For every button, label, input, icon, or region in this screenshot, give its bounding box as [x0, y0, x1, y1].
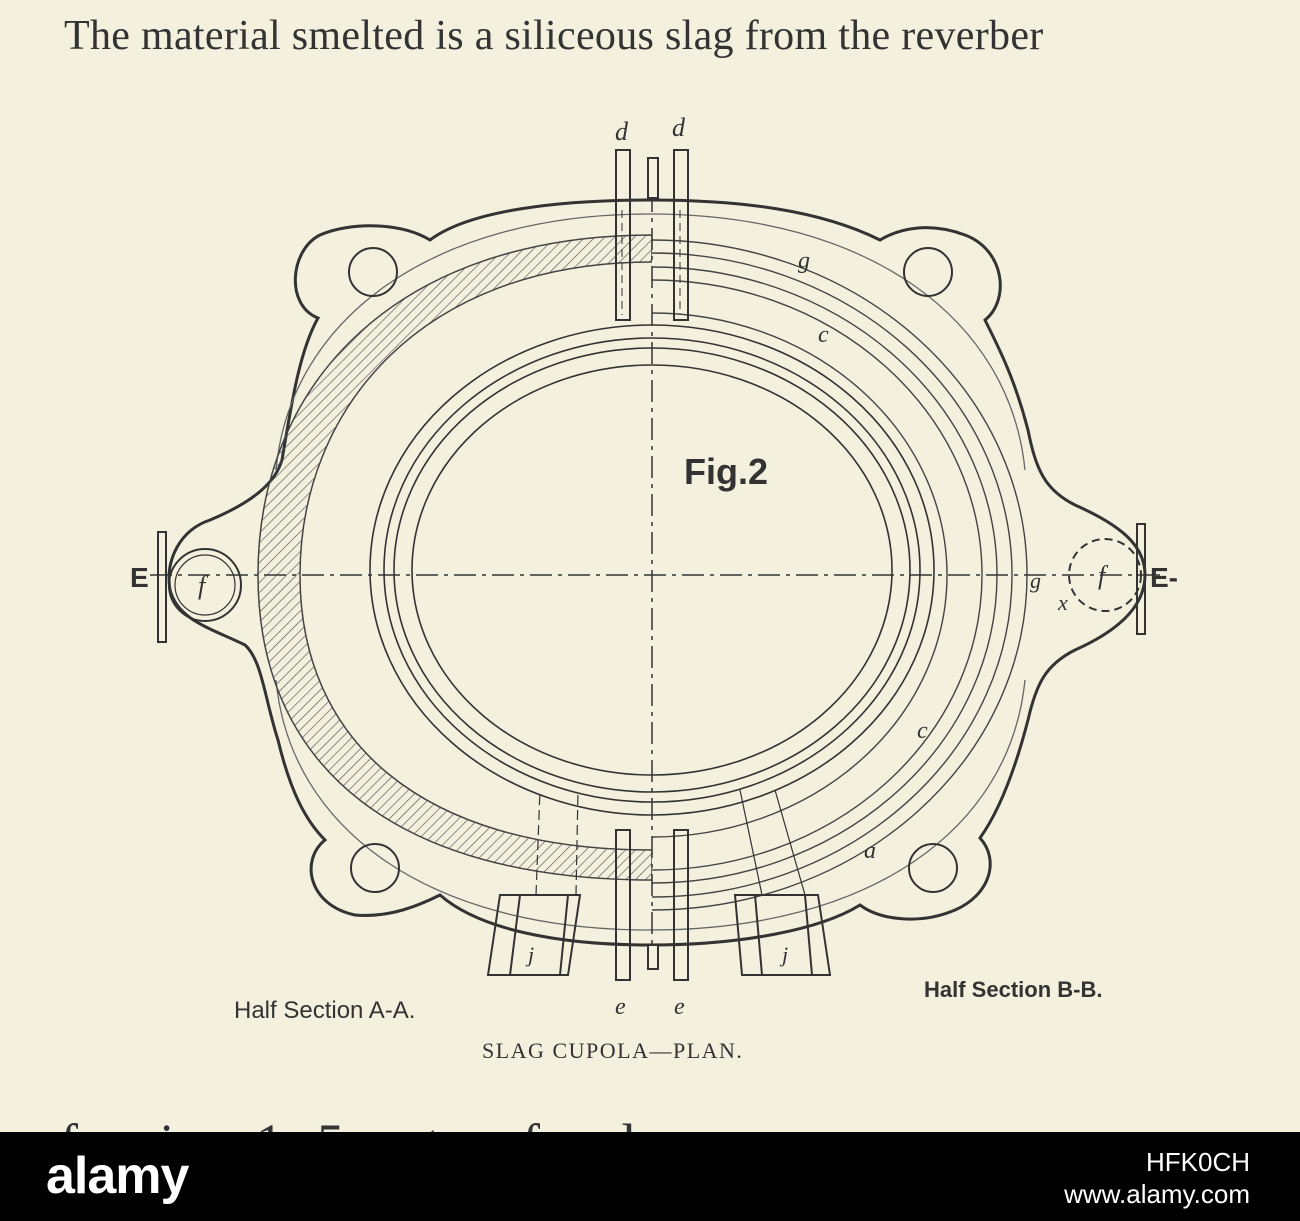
label-f-left: f	[198, 571, 209, 600]
label-g-right: g	[1030, 568, 1041, 593]
label-c-top: c	[818, 322, 829, 348]
label-d-right: d	[672, 113, 686, 142]
label-g-top: g	[798, 248, 810, 274]
slag-cupola-plan-diagram: d d g c c a f f g x j j e e Fig.2 E E- H…	[130, 113, 1178, 1063]
corner-bolt-holes	[348, 247, 958, 893]
axis-marker-right: E-	[1150, 562, 1178, 593]
page-text-top-line: The material smelted is a siliceous slag…	[64, 13, 1044, 59]
label-d-left: d	[615, 117, 629, 146]
page-text-bottom-fragment: f i 15 t f l	[60, 1108, 670, 1134]
watermark-footer-bar	[0, 1132, 1300, 1221]
label-e-left: e	[615, 994, 626, 1020]
tap-spouts	[486, 789, 832, 976]
label-f-right: f	[1098, 561, 1109, 590]
diagram-caption: SLAG CUPOLA—PLAN.	[482, 1038, 743, 1063]
label-c-bottom: c	[917, 718, 928, 744]
axis-marker-left: E	[130, 562, 149, 593]
label-e-right: e	[674, 994, 685, 1020]
watermark-site-link[interactable]: www.alamy.com	[1064, 1179, 1250, 1209]
tuyere-pipes-top	[615, 149, 689, 321]
inner-shell-line	[275, 213, 1026, 931]
tuyere-pipes-bottom	[615, 829, 689, 981]
outer-shell	[167, 198, 1147, 947]
label-a-bottom: a	[864, 838, 876, 864]
left-section-label: Half Section A-A.	[234, 997, 415, 1024]
right-section-label: Half Section B-B.	[924, 977, 1102, 1002]
side-lugs	[157, 523, 1146, 643]
label-x-right: x	[1057, 590, 1068, 615]
label-j-left: j	[525, 942, 534, 967]
center-lines	[150, 190, 1160, 950]
label-j-right: j	[779, 942, 788, 967]
hatched-lining	[257, 234, 652, 881]
watermark-image-code: HFK0CH	[1145, 1147, 1250, 1177]
watermark-logo: alamy	[46, 1147, 189, 1205]
figure-label: Fig.2	[684, 451, 768, 492]
